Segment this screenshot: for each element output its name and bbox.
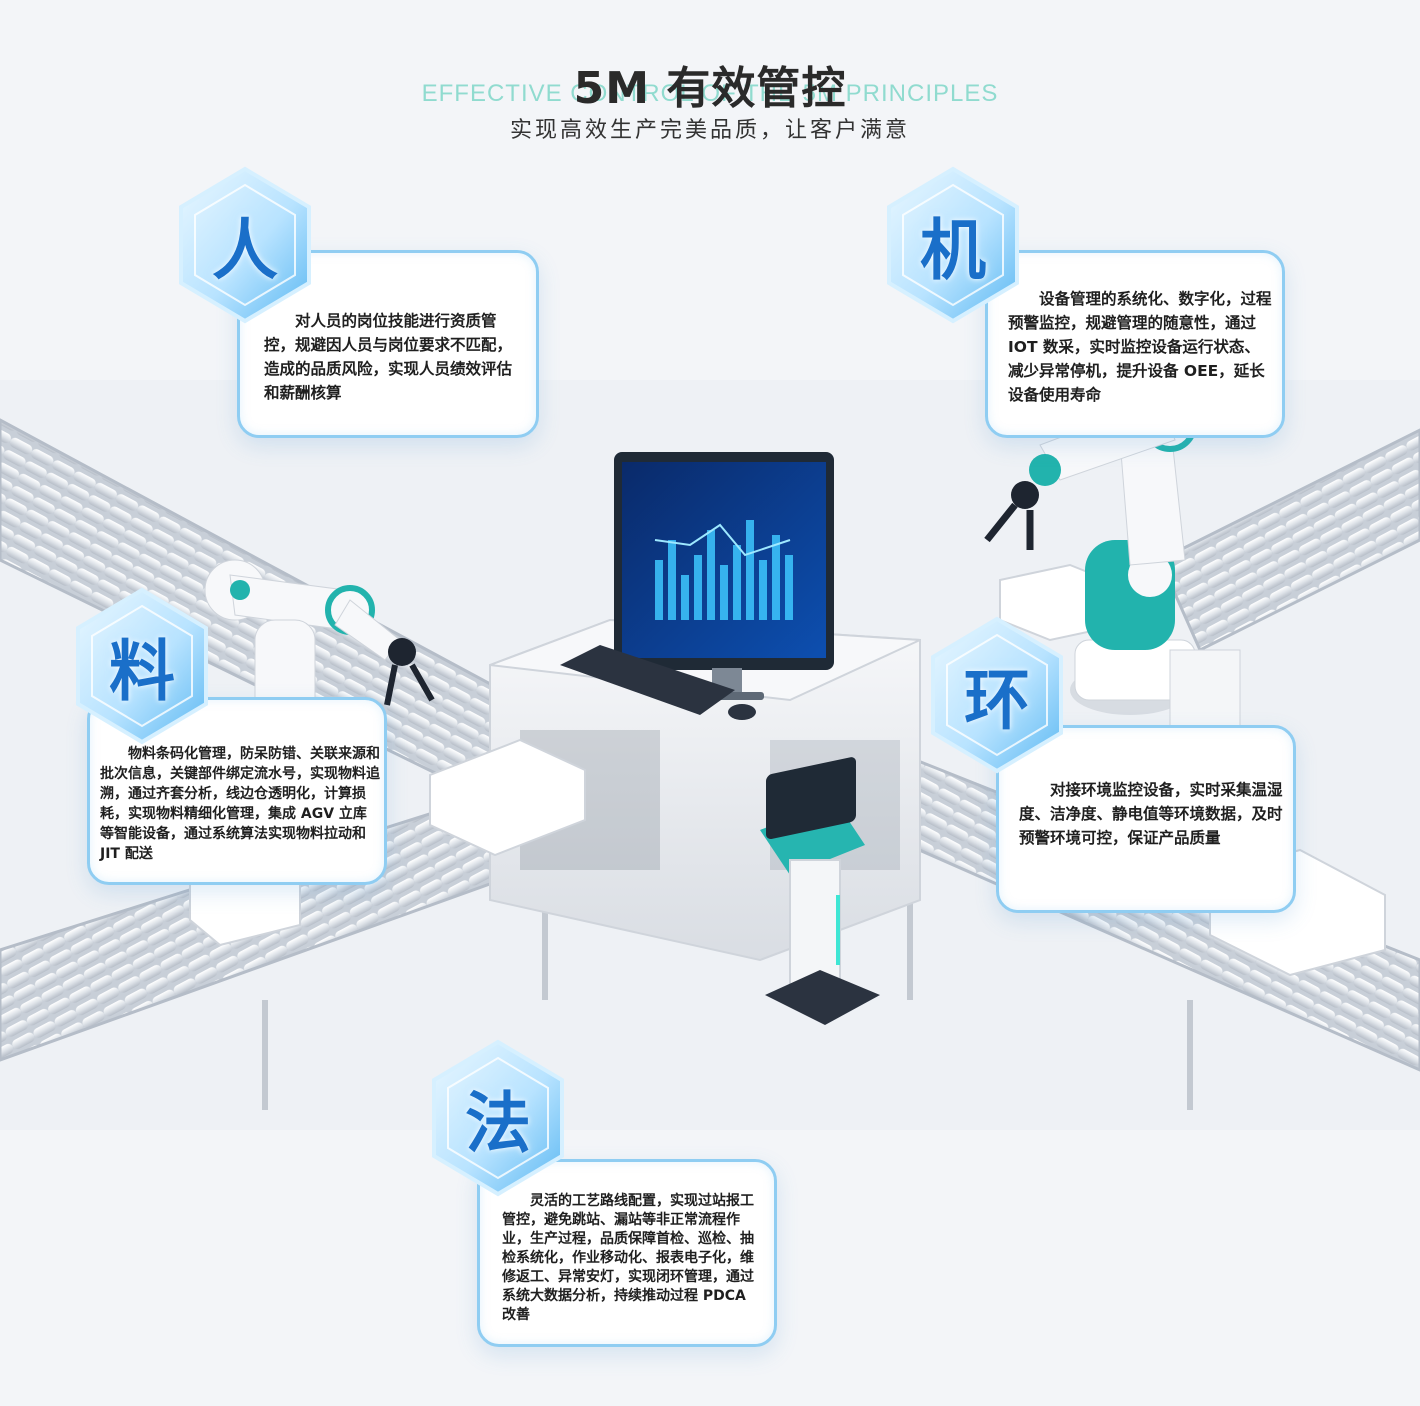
card-machine-text: 设备管理的系统化、数字化，过程预警监控，规避管理的随意性，通过 IOT 数采，实… [1008, 290, 1272, 404]
hexagon-icon [931, 616, 1063, 774]
hexagon-icon [887, 166, 1019, 324]
card-method: 灵活的工艺路线配置，实现过站报工管控，避免跳站、漏站等非正常流程作业，生产过程，… [477, 1159, 777, 1347]
hex-label-man: 人 [212, 212, 278, 289]
card-environment-text: 对接环境监控设备，实时采集温湿度、洁净度、静电值等环境数据，及时预警环境可控，保… [1019, 781, 1283, 847]
hex-badge-man: 人 [175, 165, 315, 325]
card-method-text: 灵活的工艺路线配置，实现过站报工管控，避免跳站、漏站等非正常流程作业，生产过程，… [502, 1193, 754, 1323]
hex-label-machine: 机 [920, 212, 986, 289]
english-subtitle: EFFECTIVE CONTROL OF THE 5M PRINCIPLES [421, 80, 999, 107]
hexagon-icon [179, 166, 311, 324]
card-man-text: 对人员的岗位技能进行资质管控，规避因人员与岗位要求不匹配，造成的品质风险，实现人… [264, 312, 513, 402]
hex-badge-method: 法 [428, 1038, 568, 1198]
hex-label-method: 法 [465, 1085, 531, 1162]
card-machine: 设备管理的系统化、数字化，过程预警监控，规避管理的随意性，通过 IOT 数采，实… [985, 250, 1285, 438]
hex-label-environment: 环 [964, 662, 1030, 739]
hexagon-icon [76, 587, 208, 745]
hex-badge-machine: 机 [883, 165, 1023, 325]
hex-badge-material: 料 [72, 586, 212, 746]
page-subtitle: 实现高效生产完美品质，让客户满意 [509, 118, 910, 143]
hex-badge-environment: 环 [927, 615, 1067, 775]
hex-label-material: 料 [109, 633, 175, 710]
page-title: 5M 有效管控 [573, 63, 847, 114]
hexagon-icon [432, 1039, 564, 1197]
card-environment: 对接环境监控设备，实时采集温湿度、洁净度、静电值等环境数据，及时预警环境可控，保… [996, 725, 1296, 913]
card-material-text: 物料条码化管理，防呆防错、关联来源和批次信息，关键部件绑定流水号，实现物料追溯，… [100, 746, 380, 862]
